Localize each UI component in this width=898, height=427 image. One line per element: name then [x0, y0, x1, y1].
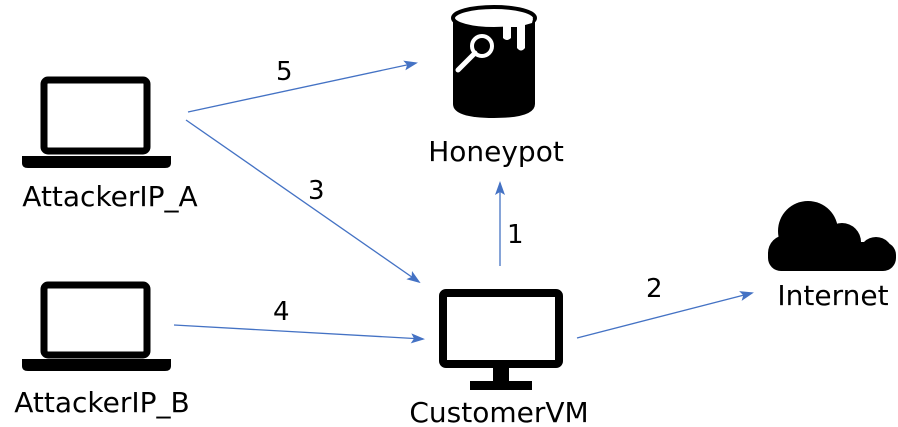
honeypot-label: Honeypot: [428, 135, 564, 168]
edge-3-arrow: [185, 119, 421, 284]
customer-vm-label: CustomerVM: [409, 396, 588, 427]
laptop-icon: [22, 76, 171, 168]
edge-1-label: 1: [507, 220, 524, 250]
monitor-icon: [439, 289, 563, 390]
edge-5-arrow: [187, 60, 418, 113]
attacker-a-label: AttackerIP_A: [22, 180, 197, 213]
edge-2-arrow: [576, 291, 754, 339]
edge-3: 3: [185, 119, 421, 284]
attacker-b-node: AttackerIP_B: [14, 281, 190, 419]
honeypot-node: Honeypot: [428, 5, 564, 168]
internet-label: Internet: [777, 279, 888, 312]
edge-2-label: 2: [646, 274, 663, 304]
cloud-icon: [768, 201, 896, 271]
customer-vm-node: CustomerVM: [409, 289, 589, 427]
edge-1: 1: [495, 181, 524, 266]
paint-bucket-icon: [451, 5, 537, 118]
attacker-b-label: AttackerIP_B: [14, 386, 189, 419]
edge-4-arrow: [173, 324, 425, 344]
edge-5-label: 5: [276, 57, 293, 87]
edge-4-label: 4: [273, 297, 290, 327]
attacker-a-node: AttackerIP_A: [22, 76, 198, 213]
edge-4: 4: [173, 297, 425, 344]
internet-node: Internet: [768, 201, 896, 312]
edge-2: 2: [576, 274, 754, 339]
edge-5: 5: [187, 57, 418, 113]
laptop-icon: [22, 281, 171, 371]
edge-3-label: 3: [308, 176, 325, 206]
